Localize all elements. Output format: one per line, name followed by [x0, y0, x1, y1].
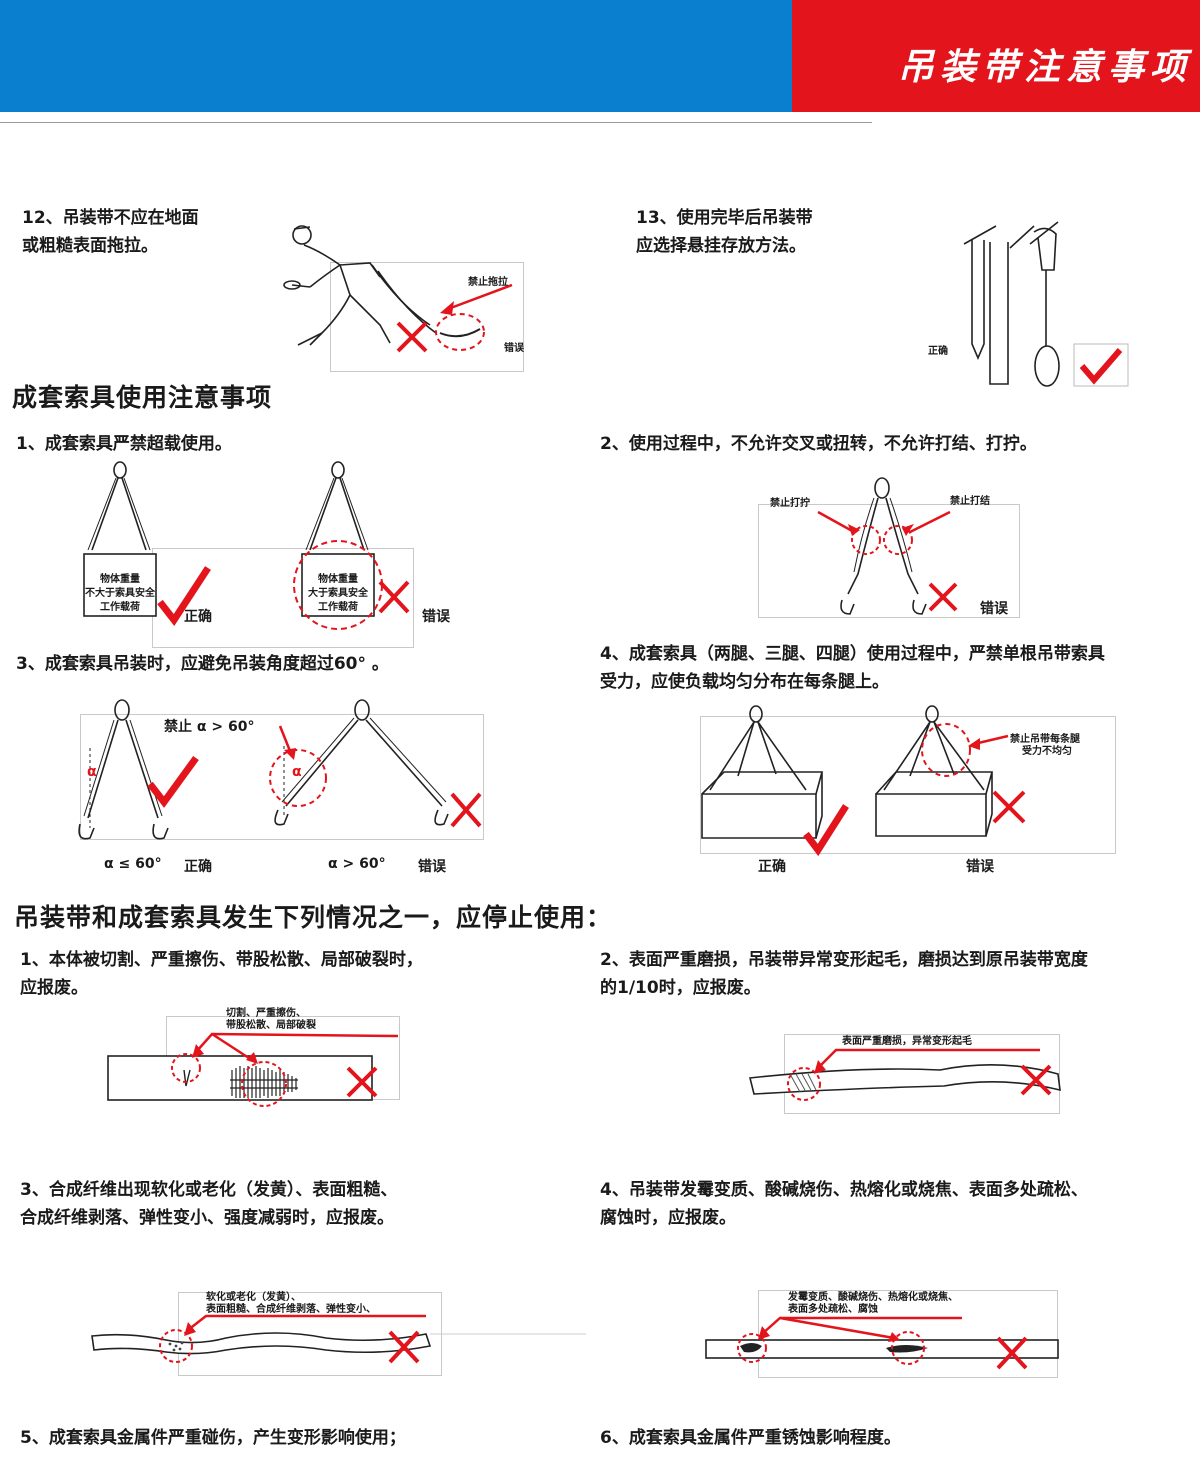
load-distribution-illustration [701, 705, 1026, 857]
item-13-line2: 应选择悬挂存放方法。 [636, 236, 806, 256]
item-12-verdict: 错误 [504, 343, 524, 354]
header-red-band [792, 0, 1200, 112]
sling-angle-illustration [78, 699, 482, 840]
condition-2-line1: 2、表面严重磨损，吊装带异常变形起毛，磨损达到原吊装带宽度 [600, 950, 1088, 970]
condition-1-line2: 应报废。 [20, 978, 88, 998]
item-12-line2: 或粗糙表面拖拉。 [22, 236, 158, 256]
condition-3-tag-1: 软化或老化（发黄）、 [206, 1292, 301, 1303]
condition-3-line2: 合成纤维剥落、弹性变小、强度减弱时，应报废。 [20, 1208, 394, 1228]
rigging-4-line1: 4、成套索具（两腿、三腿、四腿）使用过程中，严禁单根吊带索具 [600, 644, 1105, 664]
rigging-3-label-ok: α ≤ 60° [104, 856, 162, 872]
rigging-2-tag-left: 禁止打拧 [770, 498, 810, 509]
item-12-line1: 12、吊装带不应在地面 [22, 208, 199, 228]
rigging-2-tag-right: 禁止打结 [950, 496, 990, 507]
rigging-4-line2: 受力，应使负载均匀分布在每条腿上。 [600, 672, 889, 692]
rigging-2-frame [758, 504, 1020, 618]
box-text-bad-1: 物体重量 [318, 574, 358, 585]
rigging-4-wrong: 错误 [966, 859, 994, 875]
alpha-symbol-bad: α [292, 764, 302, 780]
condition-4-tag-1: 发霉变质、酸碱烧伤、热熔化或烧焦、 [788, 1292, 958, 1303]
condition-3-tag-2: 表面粗糙、合成纤维剥落、弹性变小、 [206, 1304, 376, 1315]
alpha-symbol-ok: α [87, 764, 97, 780]
condition-4-line2: 腐蚀时，应报废。 [600, 1208, 736, 1228]
dragging-worker-illustration [283, 225, 513, 353]
condition-4-tag-2: 表面多处疏松、腐蚀 [788, 1304, 878, 1315]
box-text-ok-3: 工作载荷 [100, 602, 140, 613]
rigging-3-text: 3、成套索具吊装时，应避免吊装角度超过60° 。 [16, 654, 389, 674]
hanging-storage-illustration [963, 221, 1129, 387]
rigging-4-tag-2: 受力不均匀 [1022, 746, 1072, 757]
cut-sling-illustration [107, 1032, 399, 1107]
box-text-ok-2: 不大于索具安全 [85, 588, 155, 599]
rigging-2-text: 2、使用过程中，不允许交叉或扭转，不允许打结、打拧。 [600, 434, 1037, 454]
condition-3-line1: 3、合成纤维出现软化或老化（发黄）、表面粗糙、 [20, 1180, 398, 1200]
condition-2-line2: 的1/10时，应报废。 [600, 978, 761, 998]
box-text-bad-2: 大于索具安全 [308, 588, 368, 599]
twist-knot-illustration [817, 477, 958, 615]
condition-4-line1: 4、吊装带发霉变质、酸碱烧伤、热熔化或烧焦、表面多处疏松、 [600, 1180, 1088, 1200]
condition-2-tag: 表面严重磨损，异常变形起毛 [842, 1036, 972, 1047]
corroded-sling-illustration [705, 1316, 1059, 1370]
rigging-4-correct: 正确 [758, 859, 786, 875]
condition-5-text: 5、成套索具金属件严重碰伤，产生变形影响使用； [20, 1428, 406, 1448]
rigging-1-text: 1、成套索具严禁超载使用。 [16, 434, 232, 454]
section-rigging-heading: 成套索具使用注意事项 [12, 383, 273, 412]
item-12-tag: 禁止拖拉 [468, 277, 508, 288]
rigging-1-wrong: 错误 [422, 609, 450, 625]
rigging-3-correct: 正确 [184, 859, 212, 875]
rigging-2-wrong: 错误 [980, 601, 1008, 617]
rigging-3-label-bad: α > 60° [328, 856, 386, 872]
header-blue-band [0, 0, 792, 112]
item-12-frame [330, 262, 524, 372]
condition-1-tag-2: 带股松散、局部破裂 [226, 1020, 316, 1031]
worn-sling-illustration [749, 1048, 1061, 1101]
rigging-3-wrong: 错误 [418, 859, 446, 875]
section-stop-heading: 吊装带和成套索具发生下列情况之一，应停止使用： [14, 903, 613, 932]
page-title: 吊装带注意事项 [897, 46, 1192, 88]
condition-1-tag-1: 切割、严重擦伤、 [226, 1008, 306, 1019]
box-text-bad-3: 工作载荷 [318, 602, 358, 613]
condition-1-line1: 1、本体被切割、严重擦伤、带股松散、局部破裂时， [20, 950, 423, 970]
condition-6-text: 6、成套索具金属件严重锈蚀影响程度。 [600, 1428, 901, 1448]
condition-3-frame [178, 1292, 442, 1376]
overload-illustration [83, 461, 410, 630]
aged-sling-illustration [91, 1314, 586, 1364]
box-text-ok-1: 物体重量 [100, 574, 140, 585]
item-13-verdict: 正确 [928, 346, 948, 357]
rigging-3-tag: 禁止 α > 60° [164, 719, 255, 735]
header-divider [0, 122, 872, 123]
item-13-line1: 13、使用完毕后吊装带 [636, 208, 813, 228]
rigging-4-tag-1: 禁止吊带每条腿 [1010, 734, 1080, 745]
rigging-1-correct: 正确 [184, 609, 212, 625]
